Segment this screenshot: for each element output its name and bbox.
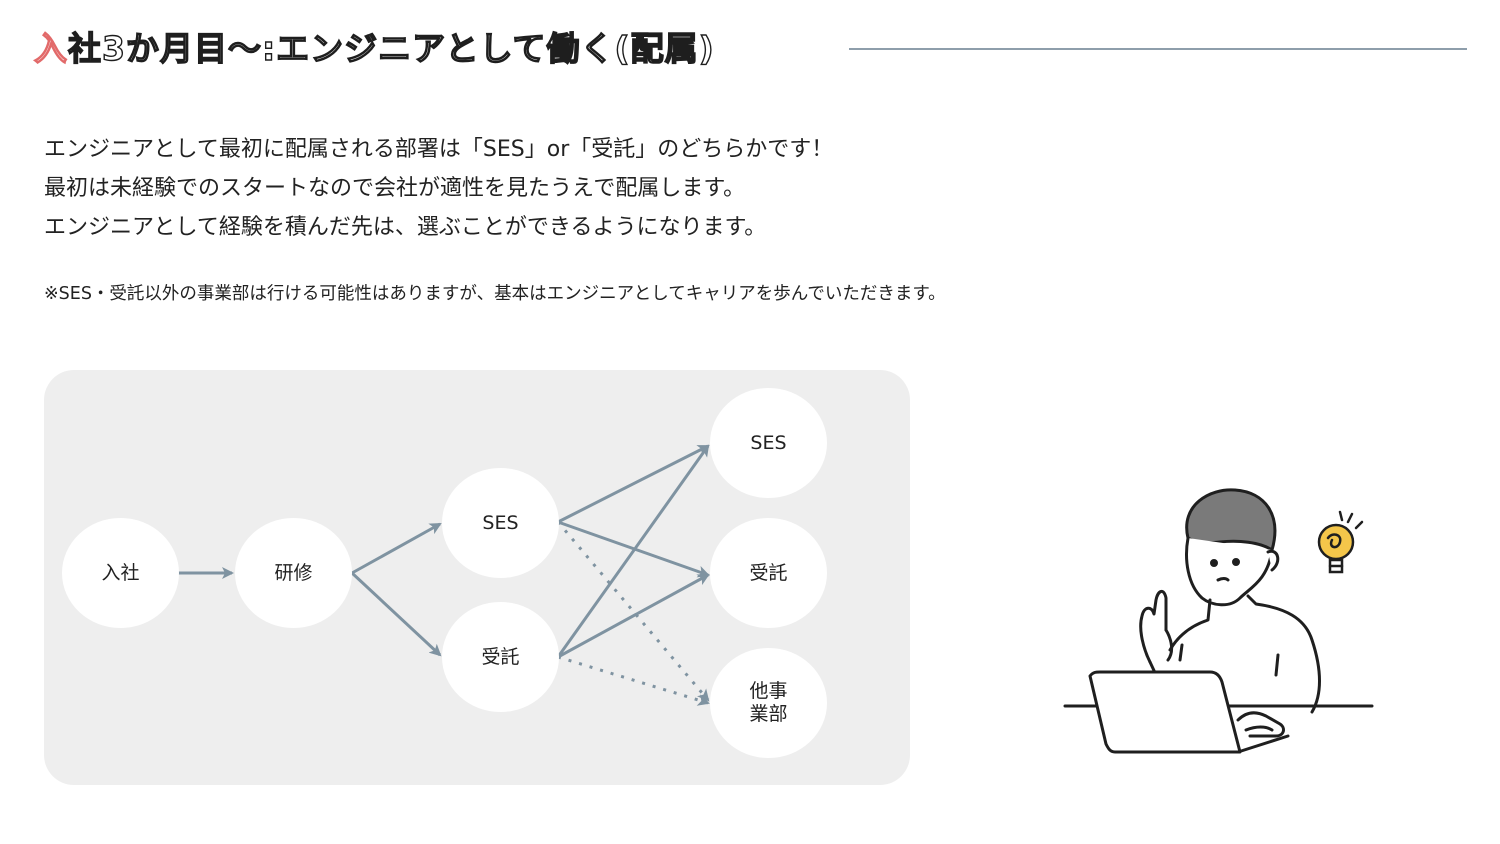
page-title-rest: 社3か月目～:エンジニアとして働く(配属) (67, 28, 715, 68)
node-training: 研修 (235, 518, 352, 628)
arrow-ses-to-ses (557, 444, 710, 524)
intro-line-1: エンジニアとして最初に配属される部署は「SES」or「受託」のどちらかです！ (44, 137, 834, 162)
node-other-dept-label: 他事 業部 (749, 680, 788, 725)
arrow-ses-to-contract (557, 520, 710, 578)
arrow-training-to-contract (350, 571, 442, 657)
node-contract-final-label: 受託 (749, 561, 788, 584)
node-ses-final-label: SES (750, 431, 787, 454)
intro-line-3: エンジニアとして経験を積んだ先は、選ぶことができるようになります。 (44, 215, 767, 240)
node-contract-first-label: 受託 (481, 645, 520, 668)
node-contract-final: 受託 (710, 518, 827, 628)
node-join: 入社 (62, 518, 179, 628)
node-contract-first: 受託 (442, 602, 559, 712)
node-ses-first-label: SES (482, 511, 519, 534)
title-divider (849, 48, 1467, 50)
arrow-contract-to-other-dotted (557, 655, 710, 706)
arrow-training-to-ses (351, 522, 442, 575)
arrow-contract-to-contract (557, 573, 710, 659)
intro-line-2: 最初は未経験でのスタートなので会社が適性を見たうえで配属します。 (44, 176, 746, 201)
page-title: 入社3か月目～:エンジニアとして働く(配属) (33, 22, 715, 70)
node-ses-first: SES (442, 468, 559, 578)
node-training-label: 研修 (274, 561, 313, 584)
footnote: ※SES・受託以外の事業部は行ける可能性はありますが、基本はエンジニアとしてキャ… (44, 284, 946, 304)
page-title-accent: 入 (33, 28, 68, 68)
node-join-label: 入社 (101, 561, 140, 584)
intro-text: エンジニアとして最初に配属される部署は「SES」or「受託」のどちらかです！ 最… (44, 130, 833, 247)
person-at-laptop-with-lightbulb-icon (1063, 488, 1374, 754)
arrow-contract-to-ses (556, 444, 710, 658)
node-other-dept: 他事 業部 (710, 648, 827, 758)
node-ses-final: SES (710, 388, 827, 498)
